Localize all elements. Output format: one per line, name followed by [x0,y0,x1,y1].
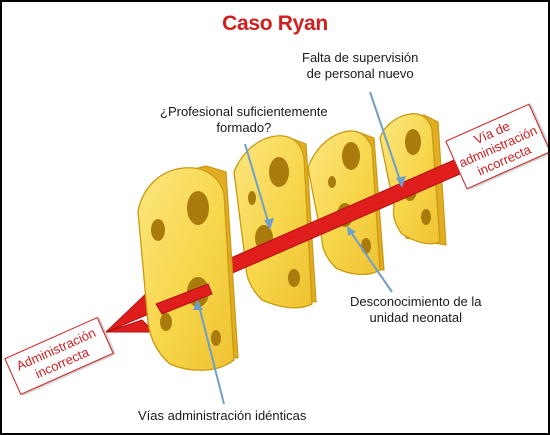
label-profesional-formado: ¿Profesional suficientemente formado? [160,104,328,135]
pointer-desconocimiento [347,227,393,293]
label-desconocimiento: Desconocimiento de la unidad neonatal [350,294,482,325]
cheese-slice-1 [137,165,239,371]
arrow-front-segment [155,283,213,315]
label-falta-supervision: Falta de supervisión de personal nuevo [302,50,419,81]
label-vias-identicas: Vías administración idénticas [138,408,307,423]
pointer-vias [197,301,225,405]
pointer-supervision [369,91,403,187]
pointer-profesional [244,143,271,229]
cheese-slice-3 [307,130,385,276]
page-title: Caso Ryan [222,12,328,35]
cheese-slice-2 [233,135,317,309]
pointer-lines [193,91,406,405]
